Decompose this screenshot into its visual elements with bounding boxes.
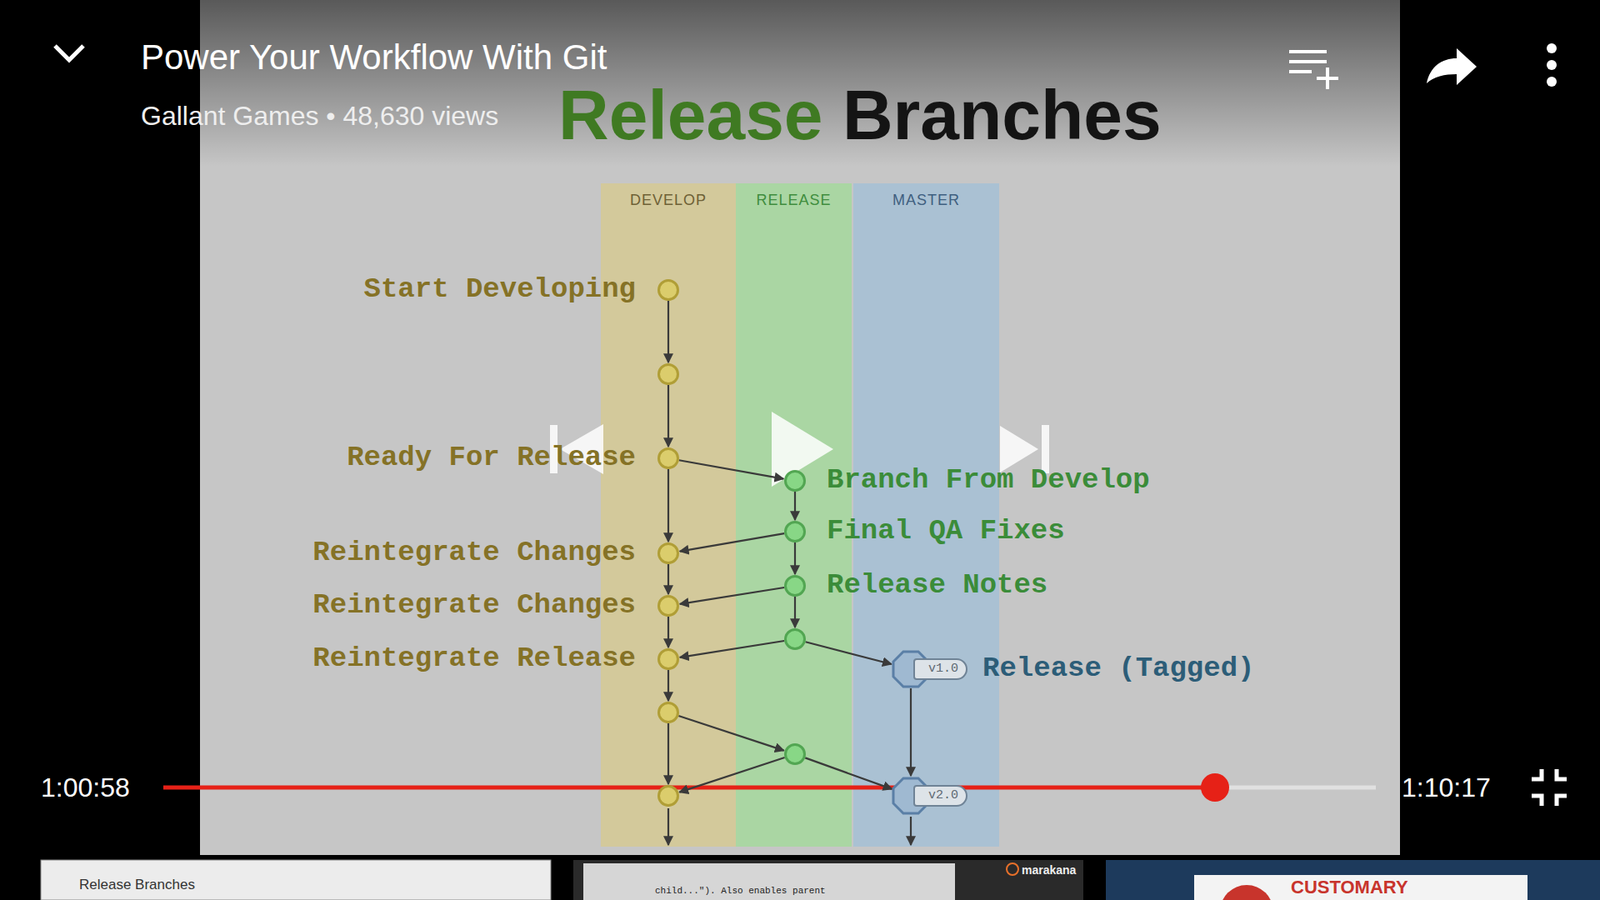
version-tag: v1.0 [913, 658, 968, 680]
thumbnail [40, 860, 551, 900]
queue-icon [1289, 70, 1312, 74]
logo-text: marakana [1021, 863, 1076, 878]
connector-arrow [667, 723, 670, 785]
more-icon [1546, 76, 1557, 87]
fullscreen-exit-icon [1556, 795, 1567, 806]
commit-circle [784, 628, 806, 650]
commit-circle: Reintegrate Changes [657, 595, 680, 617]
commit-circle: Reintegrate Release [657, 648, 680, 670]
thumbnail-strip [0, 855, 1600, 900]
connector-arrow [667, 469, 670, 542]
thumbnail-heading: CUSTOMARY [1290, 876, 1409, 899]
queue-icon [1289, 50, 1327, 54]
top-shade [0, 0, 1600, 167]
commit-circle [784, 743, 806, 765]
release-tag-hexagon: v1.0Release (Tagged) [891, 650, 930, 689]
lane-continuation [910, 816, 912, 845]
fullscreen-exit-icon [1556, 769, 1567, 780]
fullscreen-exit-icon [1531, 769, 1542, 780]
commit-circle [657, 701, 680, 724]
share-icon [1426, 48, 1477, 85]
commit-label: Release Notes [826, 569, 1048, 602]
commit-circle: Release Notes [784, 575, 806, 597]
connector-arrow [794, 596, 796, 628]
commit-label: Start Developing [364, 273, 636, 306]
more-icon [1546, 60, 1557, 70]
label-box: Release Branches [79, 876, 195, 894]
queue-icon [1325, 67, 1330, 90]
swimlane-band: MASTER v1.0Release (Tagged) v2.0 [853, 183, 1000, 847]
commit-label: Reintegrate Changes [312, 536, 636, 570]
connector-arrow [667, 564, 670, 595]
release-label: Release (Tagged) [982, 652, 1255, 685]
connector-arrow [667, 616, 670, 648]
queue-icon [1289, 60, 1327, 64]
connector-arrow [667, 670, 670, 701]
connector-arrow [910, 688, 912, 776]
release-tag-hexagon: v2.0 [891, 776, 930, 815]
commit-circle: Reintegrate Changes [657, 542, 680, 565]
thumbnail [573, 860, 1084, 900]
label-box: 1:10:17 [1401, 771, 1491, 804]
thumbnail [1105, 860, 1600, 900]
slide-title-box: Release Branches [558, 80, 1162, 150]
label-box: CUSTOMARY [1290, 876, 1409, 899]
lane-continuation [667, 808, 670, 845]
version-tag: v2.0 [913, 785, 968, 807]
commit-circle: Start Developing [657, 279, 680, 301]
lane-header: DEVELOP [600, 183, 736, 210]
logo-mark [1006, 863, 1019, 875]
more-icon [1546, 43, 1557, 54]
commit-label: Branch From Develop [826, 464, 1150, 497]
label-box: marakana [1021, 862, 1076, 878]
connector-arrow [794, 491, 796, 520]
slide-title: Release Branches [558, 80, 1162, 150]
commit-label: Final QA Fixes [826, 515, 1065, 548]
collapse-chevron [55, 45, 84, 60]
swimlane-band: RELEASE Branch From DevelopFinal QA Fixes… [735, 183, 852, 847]
label-box: Gallant Games • 48,630 views [140, 100, 499, 132]
thumbnail-title: Release Branches [79, 876, 195, 894]
connector-arrow [794, 542, 796, 575]
commit-label: Reintegrate Release [312, 642, 636, 675]
lane-header: RELEASE [735, 183, 852, 210]
label-box: Power Your Workflow With Git [140, 36, 607, 79]
thumbnail-code: child..."). Also enables parent [655, 885, 826, 897]
commit-circle [657, 785, 680, 807]
commit-label: Reintegrate Changes [312, 589, 636, 622]
lane-header: MASTER [853, 183, 1000, 210]
total-time: 1:10:17 [1401, 771, 1491, 804]
commit-label: Ready For Release [346, 441, 636, 475]
thumbnail-disc [1220, 885, 1274, 900]
elapsed-time: 1:00:58 [40, 771, 130, 804]
channel-and-views: Gallant Games • 48,630 views [140, 100, 499, 132]
video-title: Power Your Workflow With Git [140, 36, 607, 79]
label-box: 1:00:58 [40, 771, 130, 804]
commit-circle [657, 363, 680, 385]
commit-circle: Ready For Release [657, 447, 680, 470]
commit-circle: Branch From Develop [784, 470, 806, 492]
fullscreen-exit-icon [1531, 795, 1542, 806]
thumbnail-terminal [583, 863, 955, 900]
progress-thumb [1200, 773, 1230, 802]
connector-arrow [667, 300, 670, 363]
connector-arrow [667, 385, 670, 447]
progress-track [1215, 785, 1376, 790]
commit-circle: Final QA Fixes [784, 520, 806, 543]
